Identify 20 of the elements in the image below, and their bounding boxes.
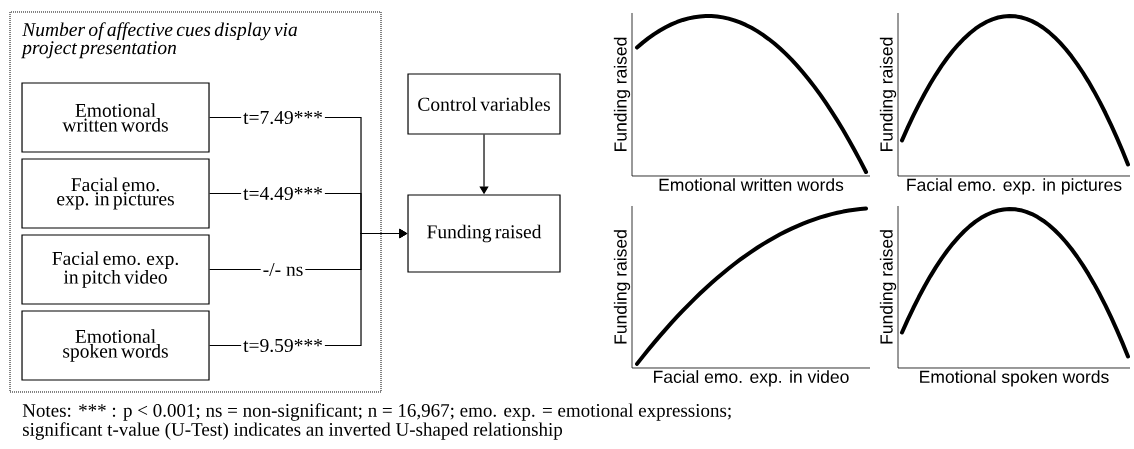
note: Notes: *** : p < 0.001; ns = non-significant; n = 16,967; emo. exp. = emotional expressions; [22, 403, 731, 421]
axis-label: Emotional written words [659, 178, 844, 192]
box: Emotional written words [21, 82, 210, 153]
box: Emotional spoken words [21, 310, 210, 381]
axis-label: Emotional spoken words [920, 370, 1109, 387]
box: Funding raised [407, 194, 561, 273]
box: Facial emo. exp. in pictures [21, 158, 210, 229]
axis-label: Funding raised [613, 37, 631, 151]
edge-label: t=9.59*** [243, 338, 322, 353]
axis-label: Facial emo. exp. in video [654, 370, 849, 387]
box: Control variables [407, 73, 561, 135]
edge-label: t=4.49*** [243, 186, 322, 201]
note: significant t-value (U-Test) indicates an inverted U-shaped relationship [23, 422, 563, 440]
box: Facial emo. exp. in pitch video [21, 234, 210, 305]
axis-label: Funding raised [879, 37, 897, 151]
edge-label: -/- ns [263, 263, 303, 276]
axis-label: Funding raised [879, 230, 897, 344]
axis-label: Funding raised [613, 230, 631, 344]
edge-label: t=7.49*** [243, 110, 322, 125]
axis-label: Facial emo. exp. in pictures [907, 178, 1122, 195]
